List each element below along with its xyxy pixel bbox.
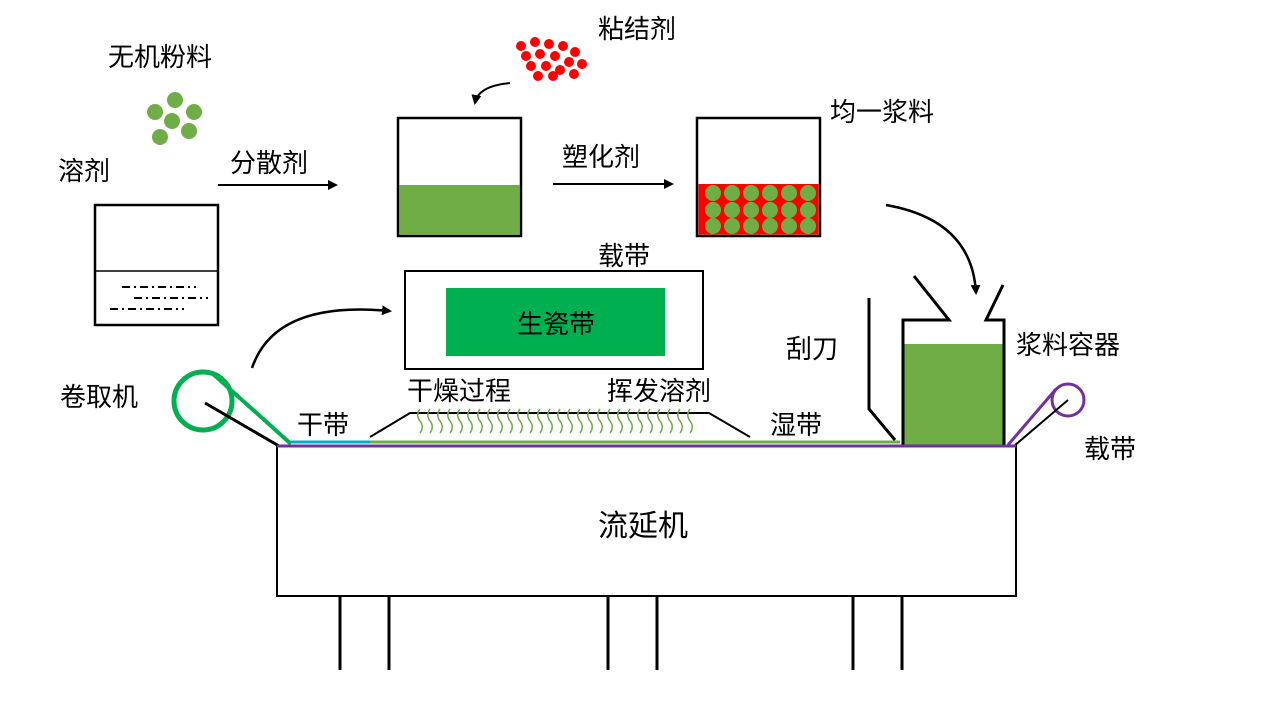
- plasticizer-label: 塑化剂: [562, 143, 640, 173]
- casting-machine: [276, 444, 1017, 597]
- vapor-waves: [417, 408, 693, 434]
- wet-tape-label: 湿带: [770, 411, 822, 441]
- machine-legs: [338, 597, 904, 670]
- doctor-blade: [867, 298, 897, 441]
- casting-machine-label: 流延机: [598, 509, 688, 544]
- binder-particles: [516, 37, 587, 81]
- evaporate-solvent-label: 挥发溶剂: [607, 377, 711, 407]
- carrier-tape-top-label: 载带: [598, 242, 650, 272]
- doctor-blade-label: 刮刀: [786, 335, 838, 365]
- drying-process-label: 干燥过程: [407, 377, 511, 407]
- solvent-label: 溶剂: [58, 157, 110, 187]
- inorganic-powder-label: 无机粉料: [108, 43, 212, 73]
- dispersion-container: [396, 116, 523, 238]
- solvent-container: [93, 203, 220, 327]
- slurry-container: [901, 275, 1006, 445]
- homogeneous-slurry-label: 均一浆料: [830, 98, 934, 128]
- winder-output-arrow: [250, 305, 392, 369]
- slurry-feed-arrow: [885, 203, 981, 295]
- binder-arrow: [471, 82, 511, 105]
- dry-tape-label: 干带: [297, 411, 349, 441]
- inorganic-powder-particles: [147, 92, 202, 145]
- dispersant-label: 分散剂: [230, 149, 308, 179]
- green-tape-label: 生瓷带: [517, 310, 595, 340]
- binder-label: 粘结剂: [598, 15, 676, 45]
- carrier-tape-roll: [1006, 382, 1086, 447]
- carrier-tape-right-label: 载带: [1084, 435, 1136, 465]
- homogeneous-slurry-container: [695, 116, 822, 238]
- winder-label: 卷取机: [60, 383, 138, 413]
- slurry-container-label: 浆料容器: [1016, 331, 1120, 361]
- winder: [171, 369, 293, 448]
- drying-hood: [369, 408, 751, 438]
- green-tape-panel: [404, 270, 704, 370]
